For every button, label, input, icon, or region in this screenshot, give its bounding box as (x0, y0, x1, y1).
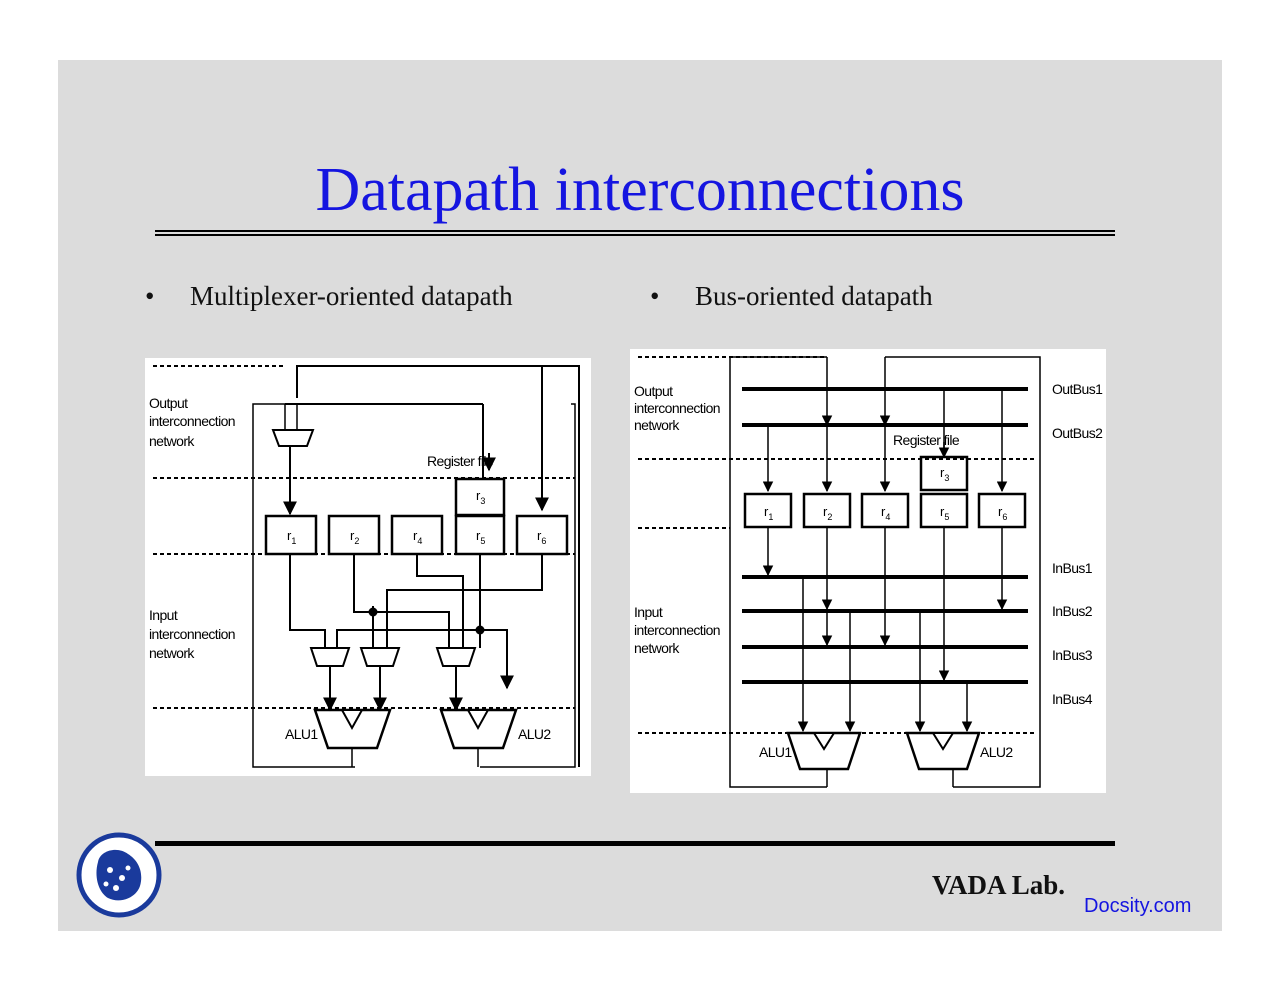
inbus3-label: InBus3 (1052, 647, 1093, 663)
register-r6-label: r6 (537, 528, 546, 546)
register-r4-label: r4 (413, 528, 422, 546)
output-label-3: network (149, 433, 195, 449)
input-label-1: Input (634, 604, 663, 620)
register-r4-label: r4 (881, 504, 890, 522)
footer-rule (155, 841, 1115, 846)
input-label-3: network (149, 645, 195, 661)
title-rule (155, 230, 1115, 232)
slide-title: Datapath interconnections (315, 156, 965, 224)
output-label-2: interconnection (149, 413, 235, 429)
bullet-marker: • (650, 281, 660, 311)
lab-name: VADA Lab. (932, 870, 1066, 900)
docsity-watermark[interactable]: Docsity.com (1084, 895, 1192, 917)
output-label-1: Output (149, 395, 188, 411)
inbus2-label: InBus2 (1052, 603, 1093, 619)
title-rule-thin (155, 234, 1115, 236)
register-r1-label: r1 (287, 528, 296, 546)
output-label-1: Output (634, 383, 673, 399)
mux-datapath-diagram: Output interconnection network Input int… (145, 358, 591, 776)
alu1-label: ALU1 (759, 744, 792, 760)
inbus1-label: InBus1 (1052, 560, 1093, 576)
output-label-3: network (634, 417, 680, 433)
input-label-2: interconnection (149, 626, 235, 642)
register-r2-label: r2 (350, 528, 359, 546)
register-file-label: Register file (427, 453, 494, 469)
alu2-label: ALU2 (518, 726, 551, 742)
alu1-label: ALU1 (285, 726, 318, 742)
register-r3-label: r3 (476, 488, 485, 506)
bullet-text: Bus-oriented datapath (695, 281, 933, 311)
junction-dot (368, 607, 378, 617)
register-r5-label: r5 (476, 528, 485, 546)
input-label-2: interconnection (634, 622, 720, 638)
output-label-2: interconnection (634, 400, 720, 416)
input-label-1: Input (149, 607, 178, 623)
bullet-text: Multiplexer-oriented datapath (190, 281, 513, 311)
register-r1-label: r1 (764, 504, 773, 522)
register-r6-label: r6 (998, 504, 1007, 522)
outbus2-label: OutBus2 (1052, 425, 1103, 441)
bullet-marker: • (145, 281, 155, 311)
bus-datapath-diagram: Output interconnection network Input int… (630, 349, 1106, 793)
lab-logo-icon (76, 832, 162, 918)
alu2-label: ALU2 (980, 744, 1013, 760)
register-r5-label: r5 (940, 504, 949, 522)
register-r3-label: r3 (940, 465, 949, 483)
outbus1-label: OutBus1 (1052, 381, 1103, 397)
register-file-label: Register file (893, 432, 960, 448)
input-label-3: network (634, 640, 680, 656)
register-r2-label: r2 (823, 504, 832, 522)
inbus4-label: InBus4 (1052, 691, 1093, 707)
junction-dot (475, 625, 485, 635)
